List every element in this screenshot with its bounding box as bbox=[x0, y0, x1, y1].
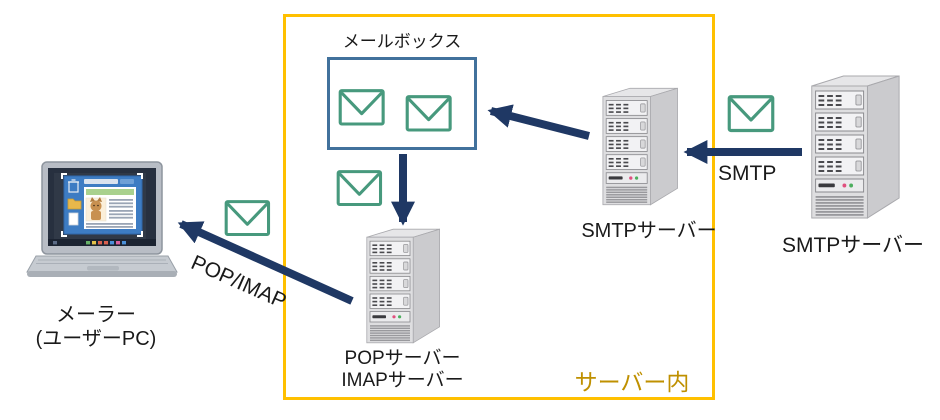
smtp-server-internal-icon bbox=[602, 87, 678, 206]
smtp-protocol-label: SMTP bbox=[718, 162, 777, 185]
smtp-server-external-icon bbox=[811, 75, 900, 219]
arrow-pop-to-client bbox=[177, 220, 354, 305]
imap-server-label-line2: IMAPサーバー bbox=[341, 369, 464, 391]
envelope-icon-to-pop bbox=[336, 170, 383, 207]
pop-server-label-line1: POPサーバー bbox=[344, 348, 461, 369]
envelope-icon-mailbox-2 bbox=[405, 95, 452, 132]
pop-imap-server-label: POPサーバー IMAPサーバー bbox=[315, 348, 490, 391]
smtp-server-external-label: SMTPサーバー bbox=[781, 234, 925, 257]
client-label-line1: メーラー bbox=[56, 304, 136, 326]
envelope-icon-smtp bbox=[727, 95, 775, 133]
client-label: メーラー (ユーザーPC) bbox=[6, 303, 186, 351]
smtp-server-internal-label: SMTPサーバー bbox=[581, 220, 717, 242]
arrow-smtp-to-mailbox bbox=[487, 104, 590, 140]
envelope-icon-to-client bbox=[224, 200, 271, 237]
laptop-icon bbox=[26, 161, 178, 278]
envelope-icon-mailbox-1 bbox=[338, 89, 385, 126]
server-zone-box bbox=[283, 14, 715, 400]
mailbox-label: メールボックス bbox=[342, 32, 462, 51]
pop-imap-server-icon bbox=[366, 228, 441, 344]
client-label-line2: (ユーザーPC) bbox=[35, 328, 157, 350]
server-zone-label: サーバー内 bbox=[574, 369, 690, 395]
